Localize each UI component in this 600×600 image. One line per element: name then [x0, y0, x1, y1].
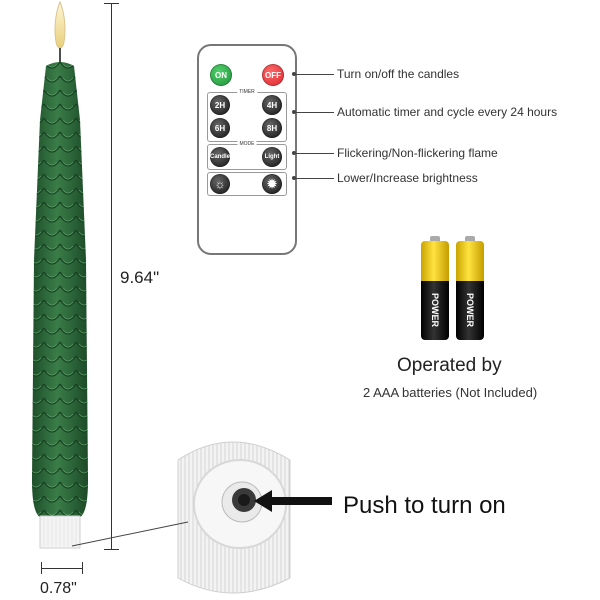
candle-body: [32, 62, 88, 549]
base-leader-line: [71, 521, 189, 547]
callout-brightness-text: Lower/Increase brightness: [337, 171, 478, 185]
timer-group: TIMER 2H 4H 6H 8H: [207, 89, 287, 142]
battery-left-brand: POWER: [430, 292, 441, 328]
off-button[interactable]: OFF: [262, 64, 284, 86]
callout-mode-line: [294, 153, 334, 154]
mode-group: MODE Candle Light: [207, 141, 287, 170]
mode-light-label: Light: [264, 154, 280, 160]
timer-6h-label: 6H: [214, 123, 226, 133]
remote-control: ON OFF TIMER 2H 4H 6H 8H MODE Candle Lig…: [197, 44, 297, 255]
mode-candle-button[interactable]: Candle: [210, 147, 230, 167]
sun-bright-icon: ✹: [266, 177, 278, 191]
mode-light-button[interactable]: Light: [262, 147, 282, 167]
timer-2h-button[interactable]: 2H: [210, 95, 230, 115]
flame-icon: [54, 0, 66, 62]
callout-brightness-line: [294, 178, 334, 179]
timer-2h-label: 2H: [214, 100, 226, 110]
height-label: 9.64": [118, 266, 162, 290]
timer-4h-label: 4H: [266, 100, 278, 110]
on-button-label: ON: [215, 70, 227, 80]
brightness-group: ☼ ✹: [207, 172, 287, 196]
timer-group-label: TIMER: [237, 89, 257, 95]
diameter-dimension-left-cap: [41, 562, 42, 574]
battery-title: Operated by: [397, 355, 502, 376]
callout-power-line: [294, 74, 334, 75]
timer-8h-label: 8H: [266, 123, 278, 133]
callout-power-text: Turn on/off the candles: [337, 67, 460, 81]
battery-right-brand: POWER: [465, 292, 476, 328]
height-dimension-top-cap: [104, 3, 119, 4]
mode-candle-label: Candle: [210, 154, 231, 160]
diameter-dimension-right-cap: [82, 562, 83, 574]
battery-subtitle: 2 AAA batteries (Not Included): [363, 385, 538, 400]
on-button[interactable]: ON: [210, 64, 232, 86]
mode-group-label: MODE: [237, 141, 257, 147]
callout-timer-line: [294, 112, 334, 113]
callout-mode-text: Flickering/Non-flickering flame: [337, 146, 498, 160]
timer-6h-button[interactable]: 6H: [210, 118, 230, 138]
callout-timer-text: Automatic timer and cycle every 24 hours: [337, 105, 558, 119]
timer-4h-button[interactable]: 4H: [262, 95, 282, 115]
brightness-down-button[interactable]: ☼: [210, 174, 230, 194]
diameter-dimension-line: [41, 568, 83, 569]
height-dimension-line: [111, 3, 112, 550]
timer-8h-button[interactable]: 8H: [262, 118, 282, 138]
off-button-label: OFF: [265, 70, 281, 80]
switch-instruction: Push to turn on: [343, 492, 506, 519]
brightness-up-button[interactable]: ✹: [262, 174, 282, 194]
height-dimension-bottom-cap: [104, 549, 119, 550]
diameter-label: 0.78": [40, 580, 77, 597]
candle-base-switch: [177, 441, 291, 594]
battery-left: POWER: [421, 236, 449, 340]
sun-dim-icon: ☼: [214, 177, 226, 191]
battery-right: POWER: [456, 236, 484, 340]
arrow-icon: [254, 490, 332, 512]
